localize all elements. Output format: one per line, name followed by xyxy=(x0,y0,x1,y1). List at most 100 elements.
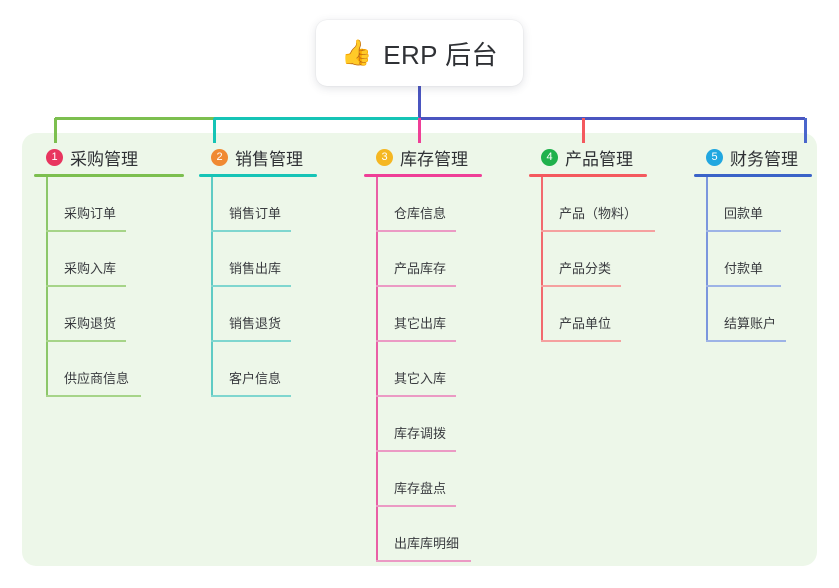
leaf-item-rule xyxy=(211,230,291,232)
column-rule-5 xyxy=(694,174,812,177)
column-header-3[interactable]: 3 库存管理 xyxy=(364,146,482,169)
column-title-2: 销售管理 xyxy=(235,149,303,169)
column-items-5: 回款单付款单结算账户 xyxy=(694,177,812,342)
column-header-1[interactable]: 1 采购管理 xyxy=(34,146,184,169)
column-销售管理: 2 销售管理销售订单销售出库销售退货客户信息 xyxy=(199,146,317,397)
leaf-item-rule xyxy=(46,230,126,232)
column-items-3: 仓库信息产品库存其它出库其它入库库存调拨库存盘点出库库明细 xyxy=(364,177,482,562)
leaf-item[interactable]: 付款单 xyxy=(694,232,812,287)
leaf-item-rule xyxy=(46,395,141,397)
leaf-item-rule xyxy=(211,395,291,397)
column-items-4: 产品（物料） 产品分类产品单位 xyxy=(529,177,655,342)
leaf-item-label: 付款单 xyxy=(724,261,764,276)
leaf-item[interactable]: 产品单位 xyxy=(529,287,647,342)
leaf-item[interactable]: 销售退货 xyxy=(199,287,317,342)
column-badge-3: 3 xyxy=(376,148,393,166)
column-title-4: 产品管理 xyxy=(565,149,633,169)
column-stem-2 xyxy=(211,177,213,397)
column-stem-3 xyxy=(376,177,378,562)
content-panel xyxy=(22,133,817,566)
leaf-item-label: 产品分类 xyxy=(559,261,612,276)
leaf-item-label: 采购订单 xyxy=(64,206,117,221)
leaf-item-rule xyxy=(706,285,781,287)
leaf-item[interactable]: 库存盘点 xyxy=(364,452,482,507)
column-stem-4 xyxy=(541,177,543,342)
leaf-item[interactable]: 结算账户 xyxy=(694,287,812,342)
thumbs-up-icon: 👍 xyxy=(341,38,373,67)
leaf-item-label: 库存盘点 xyxy=(394,481,447,496)
leaf-item-label: 回款单 xyxy=(724,206,764,221)
leaf-item-label: 供应商信息 xyxy=(64,371,130,386)
leaf-item-rule xyxy=(541,285,621,287)
leaf-item-label: 产品库存 xyxy=(394,261,447,276)
leaf-item-rule xyxy=(376,450,456,452)
leaf-item[interactable]: 采购入库 xyxy=(34,232,184,287)
leaf-item-rule xyxy=(706,340,786,342)
column-stem-5 xyxy=(706,177,708,342)
column-badge-2: 2 xyxy=(211,148,228,166)
leaf-item-rule xyxy=(541,340,621,342)
leaf-item[interactable]: 销售订单 xyxy=(199,177,317,232)
column-header-2[interactable]: 2 销售管理 xyxy=(199,146,317,169)
leaf-item[interactable]: 产品库存 xyxy=(364,232,482,287)
leaf-item-rule xyxy=(211,340,291,342)
leaf-item-label: 采购退货 xyxy=(64,316,117,331)
column-rule-1 xyxy=(34,174,184,177)
leaf-item[interactable]: 产品分类 xyxy=(529,232,647,287)
column-items-2: 销售订单销售出库销售退货客户信息 xyxy=(199,177,317,397)
leaf-item[interactable]: 仓库信息 xyxy=(364,177,482,232)
column-stem-1 xyxy=(46,177,48,397)
leaf-item-label: 出库库明细 xyxy=(394,536,460,551)
column-rule-3 xyxy=(364,174,482,177)
leaf-item-label: 采购入库 xyxy=(64,261,117,276)
leaf-item-label: 销售订单 xyxy=(229,206,282,221)
leaf-item-rule xyxy=(376,560,471,562)
column-badge-1: 1 xyxy=(46,148,63,166)
leaf-item[interactable]: 其它入库 xyxy=(364,342,482,397)
leaf-item-label: 销售退货 xyxy=(229,316,282,331)
leaf-item-label: 其它出库 xyxy=(394,316,447,331)
leaf-item[interactable]: 回款单 xyxy=(694,177,812,232)
leaf-item-rule xyxy=(376,285,456,287)
leaf-item[interactable]: 出库库明细 xyxy=(364,507,482,562)
column-title-1: 采购管理 xyxy=(70,149,138,169)
column-items-1: 采购订单采购入库采购退货供应商信息 xyxy=(34,177,184,397)
leaf-item-rule xyxy=(46,340,126,342)
leaf-item-rule xyxy=(541,230,655,232)
leaf-item[interactable]: 销售出库 xyxy=(199,232,317,287)
leaf-item[interactable]: 采购退货 xyxy=(34,287,184,342)
leaf-item-label: 库存调拨 xyxy=(394,426,447,441)
leaf-item-label: 产品（物料） xyxy=(559,206,638,221)
root-title: ERP 后台 xyxy=(383,39,498,70)
leaf-item-rule xyxy=(376,230,456,232)
leaf-item-rule xyxy=(706,230,781,232)
leaf-item[interactable]: 其它出库 xyxy=(364,287,482,342)
leaf-item[interactable]: 库存调拨 xyxy=(364,397,482,452)
leaf-item-rule xyxy=(376,395,456,397)
leaf-item[interactable]: 供应商信息 xyxy=(34,342,184,397)
leaf-item-label: 其它入库 xyxy=(394,371,447,386)
leaf-item-rule xyxy=(211,285,291,287)
column-库存管理: 3 库存管理仓库信息产品库存其它出库其它入库库存调拨库存盘点出库库明细 xyxy=(364,146,482,562)
root-node-inner: 👍 ERP 后台 xyxy=(341,35,498,72)
leaf-item[interactable]: 产品（物料） xyxy=(529,177,655,232)
root-node[interactable]: 👍 ERP 后台 xyxy=(316,20,523,86)
leaf-item-label: 仓库信息 xyxy=(394,206,447,221)
column-title-5: 财务管理 xyxy=(730,149,798,169)
leaf-item-label: 客户信息 xyxy=(229,371,282,386)
leaf-item-rule xyxy=(46,285,126,287)
leaf-item-label: 结算账户 xyxy=(724,316,777,331)
leaf-item-label: 销售出库 xyxy=(229,261,282,276)
column-title-3: 库存管理 xyxy=(400,149,468,169)
column-rule-4 xyxy=(529,174,647,177)
leaf-item[interactable]: 客户信息 xyxy=(199,342,317,397)
leaf-item-rule xyxy=(376,340,456,342)
leaf-item-rule xyxy=(376,505,456,507)
leaf-item-label: 产品单位 xyxy=(559,316,612,331)
leaf-item[interactable]: 采购订单 xyxy=(34,177,184,232)
